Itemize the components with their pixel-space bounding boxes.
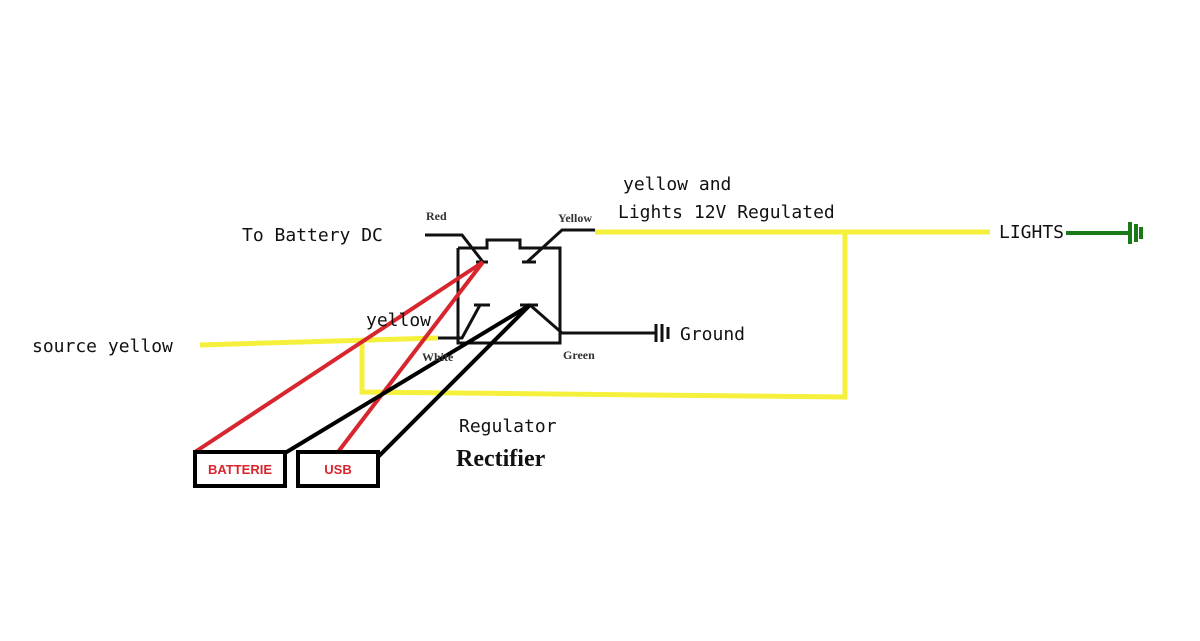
pin-white-label: White [422,350,454,364]
ground-label: Ground [680,324,745,345]
regulator-rectifier-symbol [425,228,655,345]
yellow-wires [199,229,990,400]
yellow-pin-lead [525,228,595,264]
batterie-label: BATTERIE [208,462,272,477]
yellow-loop-wire [359,232,848,400]
batterie-box [193,450,287,488]
regulator-label: Regulator [459,416,557,437]
red-wire-batterie [193,260,485,454]
added-wires [193,260,532,459]
pin-yellow-label: Yellow [558,211,592,225]
usb-box [296,450,380,488]
ground-icon [654,324,670,342]
pin-red-label: Red [426,209,447,223]
lights-top-label-1: yellow and [623,174,731,195]
black-wire-batterie [283,303,532,455]
red-pin-lead [425,233,485,263]
lights-top-label-2: Lights 12V Regulated [618,202,835,223]
yellow-mid-label: yellow [366,310,431,331]
to-battery-label: To Battery DC [242,225,383,246]
lights-label: LIGHTS [999,222,1064,243]
red-wire-usb [336,260,485,454]
pin-green-label: Green [563,348,595,362]
source-yellow-label: source yellow [32,336,173,357]
green-pin-lead [529,303,655,335]
rectifier-label: Rectifier [456,446,546,472]
source-yellow-wire [199,335,439,348]
lights-green-wire [1066,222,1143,244]
usb-label: USB [324,462,351,477]
black-wire-usb [376,303,532,459]
white-pin-lead [438,304,482,340]
